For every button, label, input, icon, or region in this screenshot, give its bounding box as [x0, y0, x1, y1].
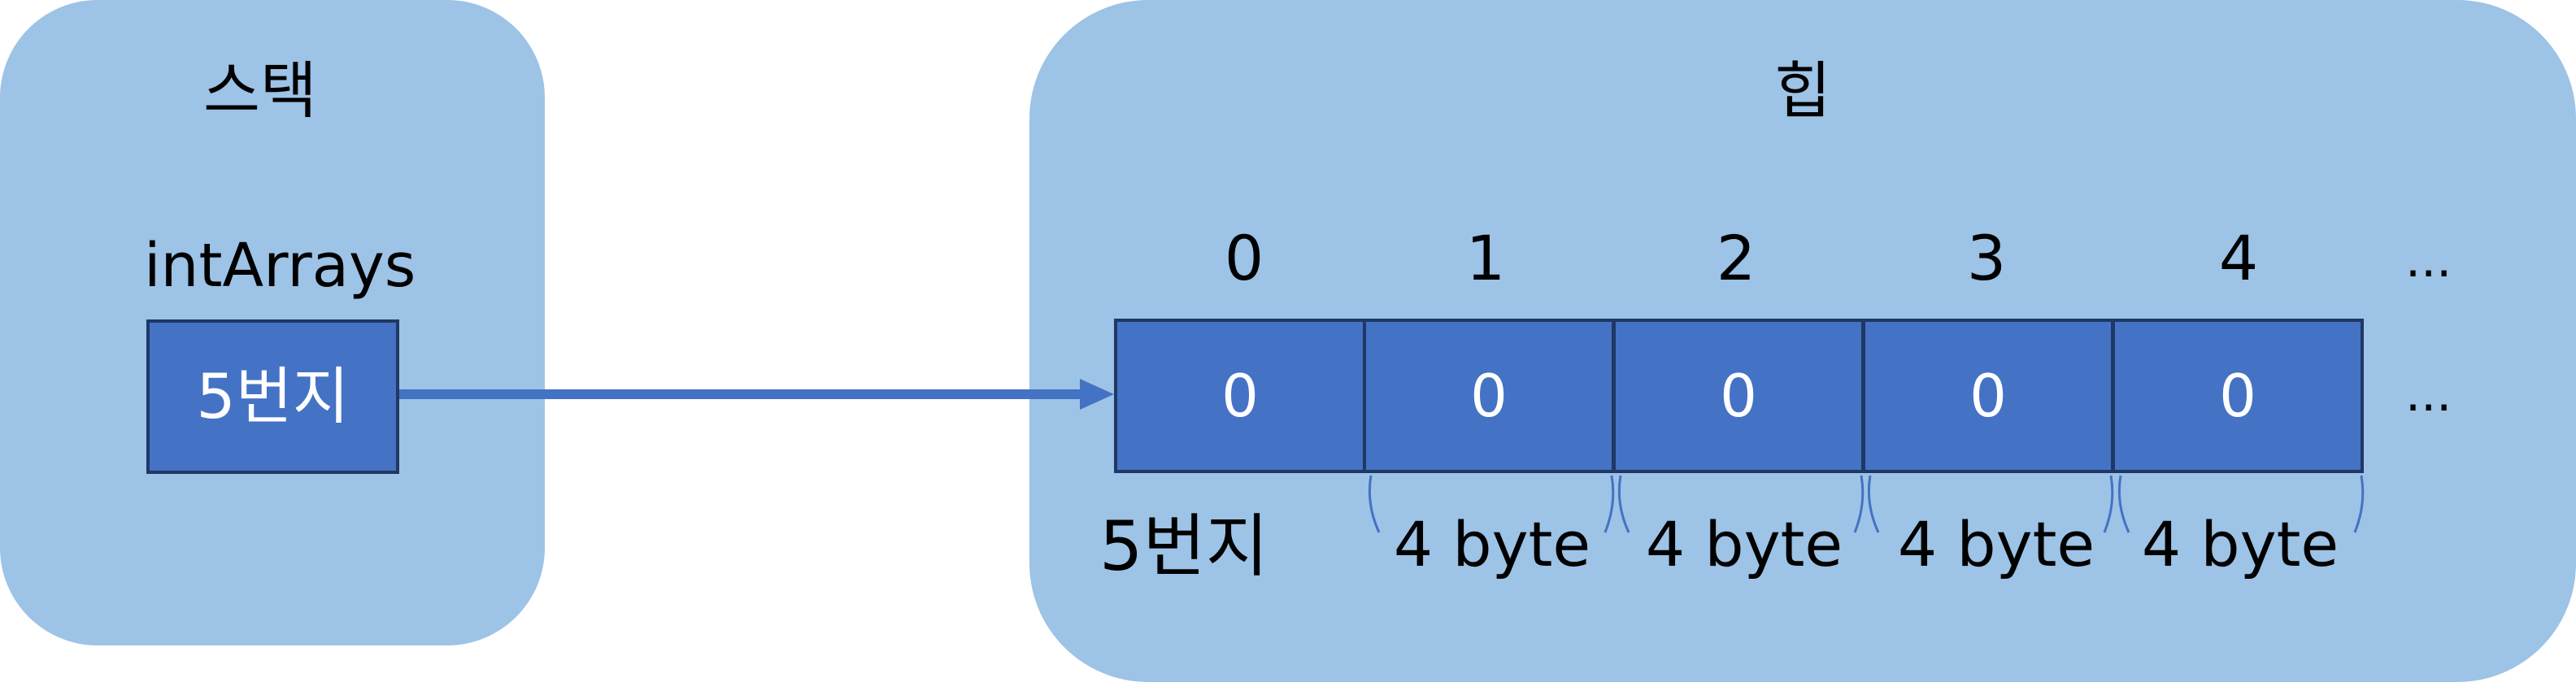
array-cell: 0 [1862, 319, 2114, 473]
stack-reference-box: 5번지 [146, 319, 399, 474]
byte-size-label: 4 byte [1393, 508, 1591, 580]
variable-name-label: intArrays [144, 231, 416, 301]
array-cell: 0 [1612, 319, 1865, 473]
index-ellipsis: ... [2405, 232, 2452, 289]
byte-size-label: 4 byte [1897, 508, 2095, 580]
reference-arrow [399, 379, 1114, 410]
heap-address-label: 5번지 [1099, 506, 1269, 586]
value-ellipsis: ... [2405, 366, 2452, 423]
array-cell: 0 [1114, 319, 1366, 473]
array-cell: 0 [1363, 319, 1615, 473]
byte-brace-curves [1368, 475, 2365, 533]
stack-title: 스택 [203, 54, 317, 127]
index-label: 4 [2218, 222, 2259, 294]
heap-title: 힙 [1774, 54, 1831, 127]
array-cell: 0 [2112, 319, 2364, 473]
index-label: 0 [1224, 222, 1264, 294]
index-label: 2 [1716, 222, 1756, 294]
byte-size-label: 4 byte [2141, 508, 2339, 580]
index-label: 3 [1966, 222, 2007, 294]
byte-size-label: 4 byte [1645, 508, 1843, 580]
index-label: 1 [1465, 222, 1506, 294]
